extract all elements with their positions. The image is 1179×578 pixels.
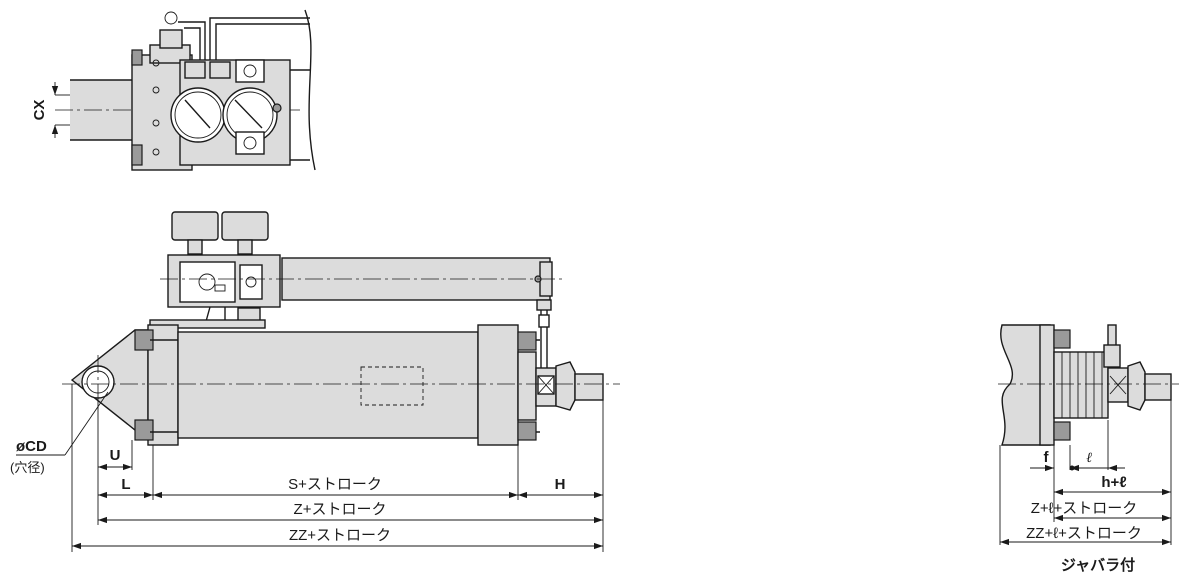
dim-h-label: H (555, 476, 566, 493)
dim-ell-label: ℓ (1086, 451, 1092, 466)
top-view: CX (31, 9, 316, 171)
dim-cx-label: CX (31, 100, 48, 121)
dim-zz-ell-label: ZZ+ℓ+ストローク (1026, 525, 1142, 542)
dim-u-label: U (110, 447, 121, 464)
dim-f-label: f (1044, 449, 1050, 466)
dim-cd-label: øCD (16, 438, 47, 455)
front-dimensions: øCD (穴径) U L S+ストローク H Z+ストローク ZZ+ストローク (10, 384, 604, 552)
dim-cd-note: (穴径) (10, 460, 45, 475)
bellows-detail-view: f ℓ h+ℓ Z+ℓ+ストローク ZZ+ℓ+ストローク ジャバラ付 (998, 324, 1179, 574)
dim-z-label: Z+ストローク (294, 501, 387, 518)
dim-s-label: S+ストローク (288, 476, 382, 493)
dim-z-ell-label: Z+ℓ+ストローク (1031, 500, 1138, 517)
dim-h-ell-label: h+ℓ (1101, 474, 1126, 491)
dim-l-label: L (121, 476, 130, 493)
dim-zz-label: ZZ+ストローク (289, 527, 391, 544)
front-view (62, 211, 620, 446)
bellows-caption: ジャバラ付 (1061, 556, 1135, 574)
